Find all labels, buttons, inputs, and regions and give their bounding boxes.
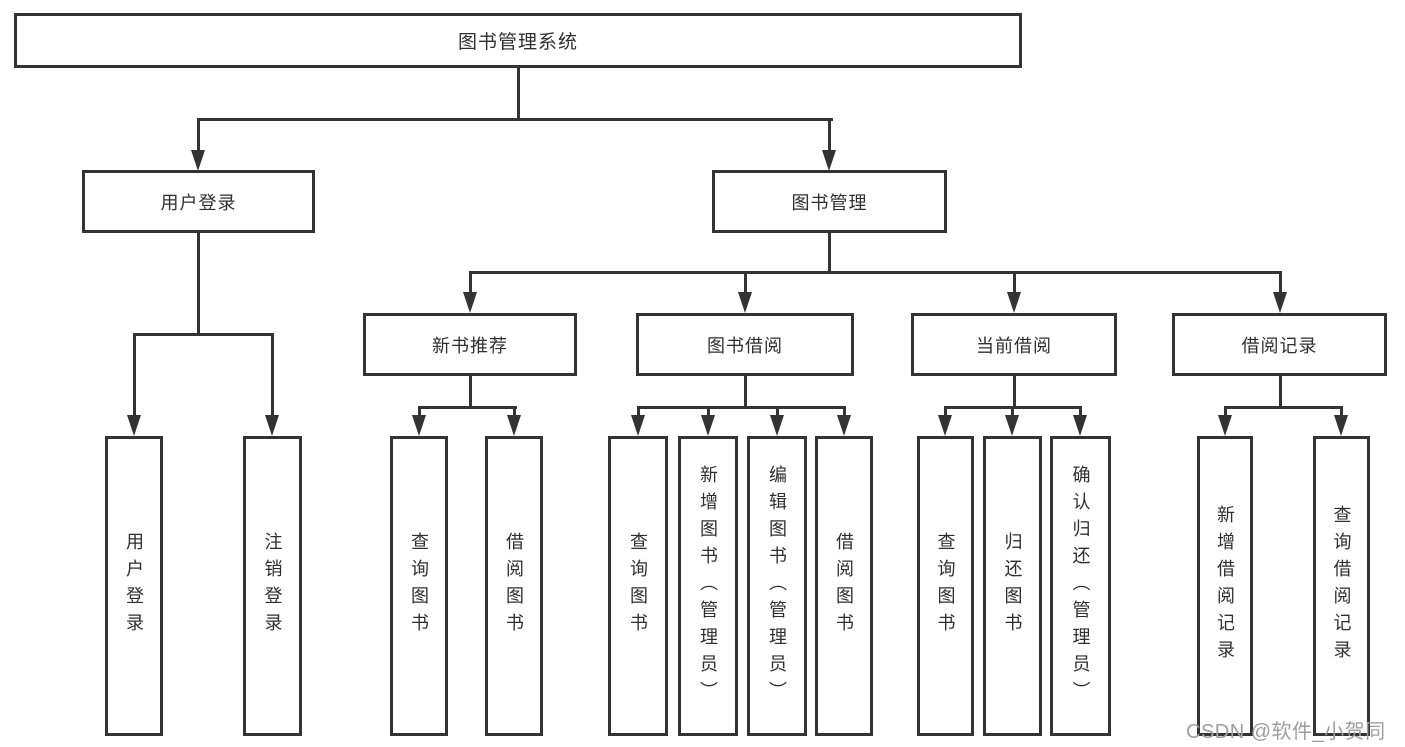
connector-userlogin-stem (197, 233, 200, 336)
connector-userlogin-drop-2 (271, 333, 274, 417)
connector-currentborrow-drop-1 (944, 406, 947, 417)
connector-root-drop-right (828, 118, 831, 152)
arrowhead-down (822, 150, 836, 171)
connector-bookmgmt-drop-4 (1279, 271, 1282, 294)
leaf-user-login: 用户登录 (105, 436, 163, 736)
connector-borrowrecord-stem (1279, 376, 1282, 409)
arrowhead-down (412, 415, 426, 436)
arrowhead-down (1007, 292, 1021, 313)
leaf-return-book: 归还图书 (983, 436, 1042, 736)
leaf-query-book-current-label: 查询图书 (935, 532, 956, 640)
leaf-user-login-label: 用户登录 (124, 532, 144, 640)
arrowhead-down (701, 415, 715, 436)
node-borrow-record: 借阅记录 (1172, 313, 1387, 376)
connector-bookborrow-drop-1 (637, 406, 640, 417)
connector-newbook-rail (418, 406, 517, 409)
arrowhead-down (1334, 415, 1348, 436)
arrowhead-down (1005, 415, 1019, 436)
node-new-book-recommend: 新书推荐 (363, 313, 577, 376)
leaf-query-book-borrow: 查询图书 (608, 436, 668, 736)
connector-bookborrow-stem (744, 376, 747, 409)
node-book-borrow: 图书借阅 (636, 313, 854, 376)
arrowhead-down (631, 415, 645, 436)
connector-borrowrecord-drop-2 (1340, 406, 1343, 417)
connector-root-stem (517, 68, 520, 121)
leaf-return-book-label: 归还图书 (1002, 532, 1023, 640)
connector-userlogin-rail (133, 333, 274, 336)
arrowhead-down (837, 415, 851, 436)
connector-bookmgmt-rail (469, 271, 1282, 274)
node-user-login-label: 用户登录 (160, 192, 237, 213)
arrowhead-down (1073, 415, 1087, 436)
connector-root-drop-left (197, 118, 200, 152)
leaf-add-borrow-record: 新增借阅记录 (1197, 436, 1253, 736)
node-book-management: 图书管理 (712, 170, 947, 233)
arrowhead-down (738, 292, 752, 313)
arrowhead-down (265, 415, 279, 436)
node-user-login: 用户登录 (82, 170, 315, 233)
connector-currentborrow-drop-3 (1079, 406, 1082, 417)
connector-root-rail (197, 118, 833, 121)
node-book-borrow-label: 图书借阅 (707, 335, 783, 356)
arrowhead-down (770, 415, 784, 436)
arrowhead-down (191, 150, 205, 171)
node-new-book-recommend-label: 新书推荐 (432, 335, 508, 356)
connector-bookmgmt-drop-2 (744, 271, 747, 294)
node-borrow-record-label: 借阅记录 (1241, 335, 1318, 356)
node-root-label: 图书管理系统 (457, 32, 578, 53)
connector-borrowrecord-rail (1224, 406, 1342, 409)
connector-bookborrow-drop-3 (776, 406, 779, 417)
arrowhead-down (127, 415, 141, 436)
leaf-borrow-book-recommend-label: 借阅图书 (504, 532, 524, 640)
connector-borrowrecord-drop-1 (1224, 406, 1227, 417)
arrowhead-down (507, 415, 521, 436)
connector-bookmgmt-drop-3 (1013, 271, 1016, 294)
leaf-add-book-admin: 新增图书（管理员） (678, 436, 738, 736)
leaf-borrow-book-label: 借阅图书 (834, 532, 854, 640)
leaf-logout-login: 注销登录 (243, 436, 302, 736)
connector-bookborrow-drop-2 (707, 406, 710, 417)
leaf-query-book-current: 查询图书 (917, 436, 974, 736)
arrowhead-down (1273, 292, 1287, 313)
leaf-confirm-return-admin: 确认归还（管理员） (1050, 436, 1111, 736)
connector-newbook-stem (469, 376, 472, 409)
leaf-borrow-book-recommend: 借阅图书 (485, 436, 543, 736)
connector-newbook-drop-2 (513, 406, 516, 417)
connector-bookmgmt-drop-1 (469, 271, 472, 294)
leaf-query-borrow-record-label: 查询借阅记录 (1331, 505, 1352, 667)
connector-userlogin-drop-1 (133, 333, 136, 417)
connector-bookmgmt-stem (828, 233, 831, 273)
leaf-edit-book-admin-label: 编辑图书（管理员） (767, 464, 787, 708)
node-current-borrow-label: 当前借阅 (976, 335, 1052, 356)
leaf-query-book-recommend-label: 查询图书 (409, 532, 429, 640)
leaf-confirm-return-admin-label: 确认归还（管理员） (1070, 464, 1091, 708)
leaf-borrow-book: 借阅图书 (815, 436, 873, 736)
connector-bookborrow-rail (637, 406, 846, 409)
leaf-query-borrow-record: 查询借阅记录 (1313, 436, 1370, 736)
connector-newbook-drop-1 (418, 406, 421, 417)
leaf-add-borrow-record-label: 新增借阅记录 (1215, 505, 1235, 667)
node-book-management-label: 图书管理 (791, 192, 868, 213)
connector-bookborrow-drop-4 (843, 406, 846, 417)
node-current-borrow: 当前借阅 (911, 313, 1117, 376)
csdn-watermark: CSDN @软件_小贺同学 (1186, 721, 1386, 743)
leaf-add-book-admin-label: 新增图书（管理员） (698, 464, 718, 708)
arrowhead-down (463, 292, 477, 313)
leaf-query-book-borrow-label: 查询图书 (628, 532, 648, 640)
connector-currentborrow-drop-2 (1011, 406, 1014, 417)
node-root: 图书管理系统 (14, 13, 1022, 68)
leaf-logout-login-label: 注销登录 (262, 532, 283, 640)
connector-currentborrow-stem (1013, 376, 1016, 409)
leaf-query-book-recommend: 查询图书 (390, 436, 448, 736)
leaf-edit-book-admin: 编辑图书（管理员） (747, 436, 807, 736)
arrowhead-down (1218, 415, 1232, 436)
arrowhead-down (938, 415, 952, 436)
